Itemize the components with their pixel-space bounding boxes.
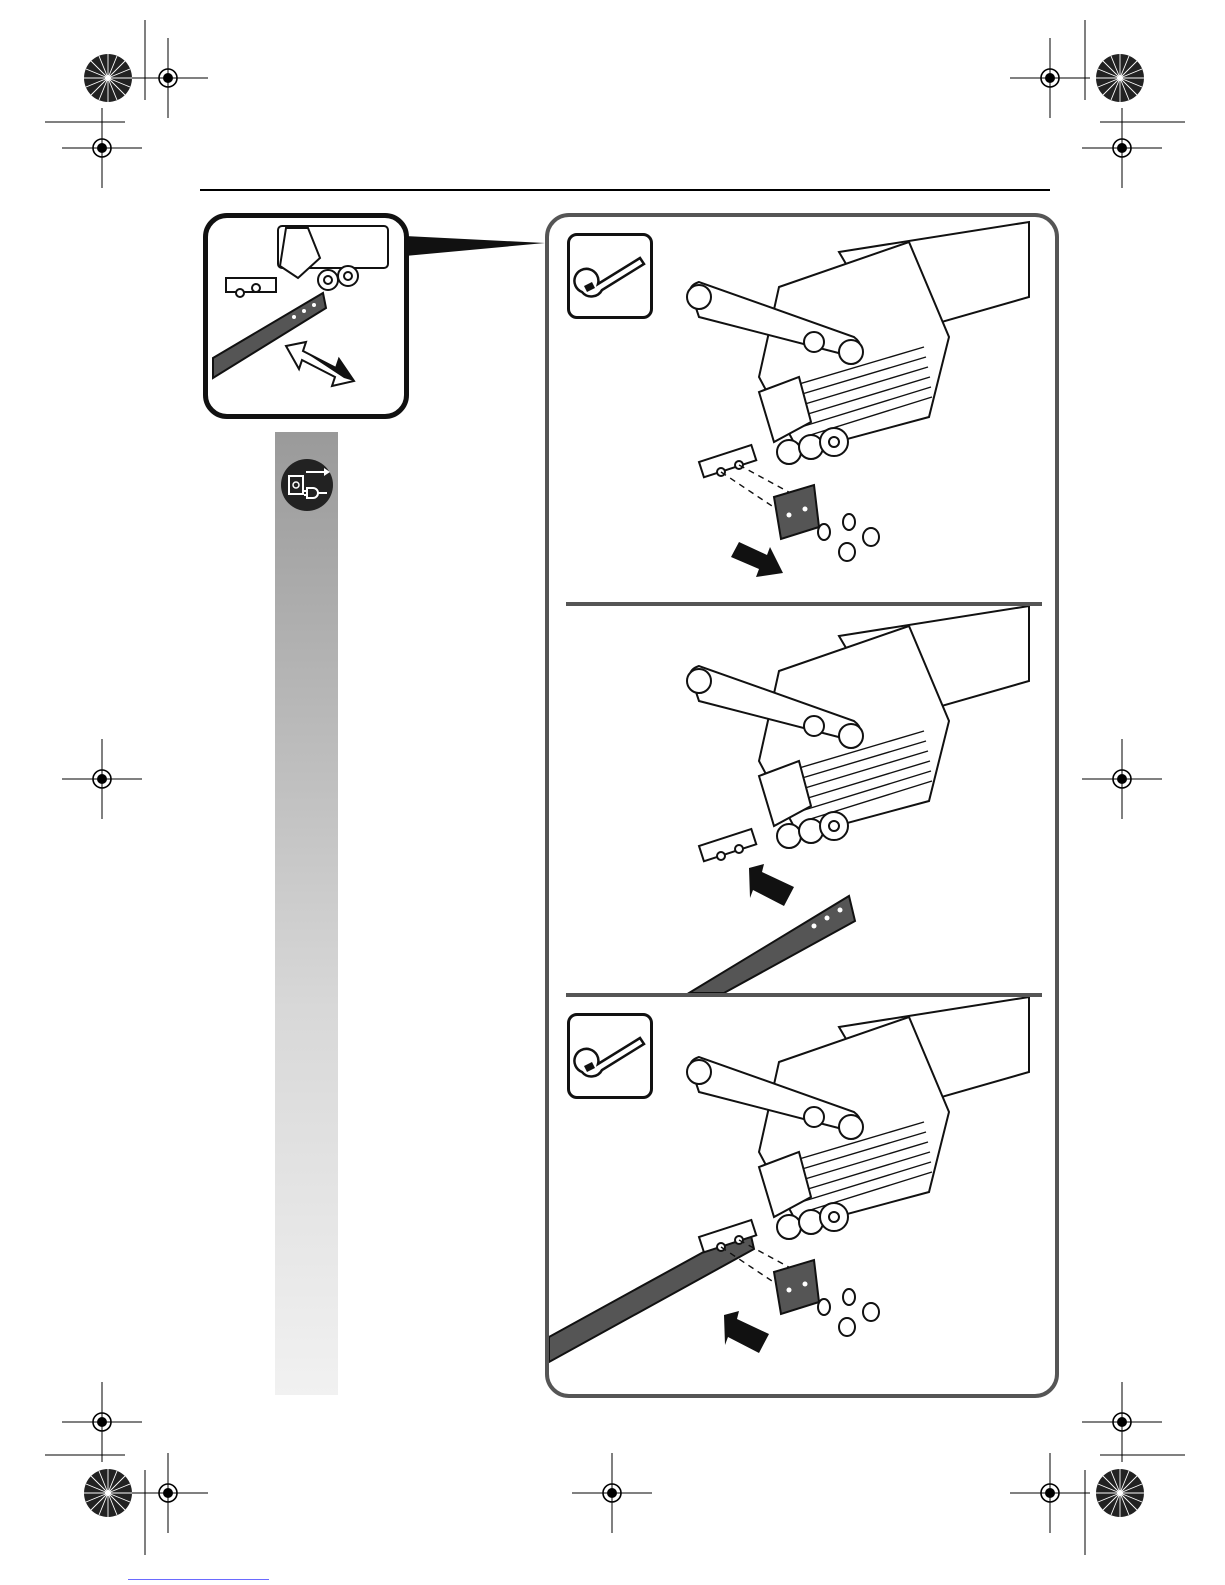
header-rule — [200, 189, 1050, 191]
detail-inset — [203, 213, 409, 419]
step-remove-plate — [549, 217, 1055, 602]
illustration-panel — [545, 213, 1059, 1398]
step-fasten-plate — [549, 997, 1055, 1394]
wrench-tool-box — [567, 1013, 653, 1099]
callout-wedge — [405, 228, 555, 268]
footer-line — [128, 1579, 269, 1580]
direction-arrow-icon — [731, 542, 783, 577]
wrench-icon — [570, 1016, 650, 1096]
detail-magnifier-icon — [208, 218, 404, 414]
step-insert-blade — [549, 606, 1055, 993]
side-bar — [275, 432, 338, 1395]
direction-arrow-icon — [749, 864, 794, 906]
wrench-icon — [570, 236, 650, 316]
unplug-power-icon — [280, 458, 334, 512]
wrench-tool-box — [567, 233, 653, 319]
machine-drawing — [549, 606, 1055, 993]
direction-arrow-icon — [724, 1311, 769, 1353]
direction-arrow-icon — [286, 342, 354, 386]
